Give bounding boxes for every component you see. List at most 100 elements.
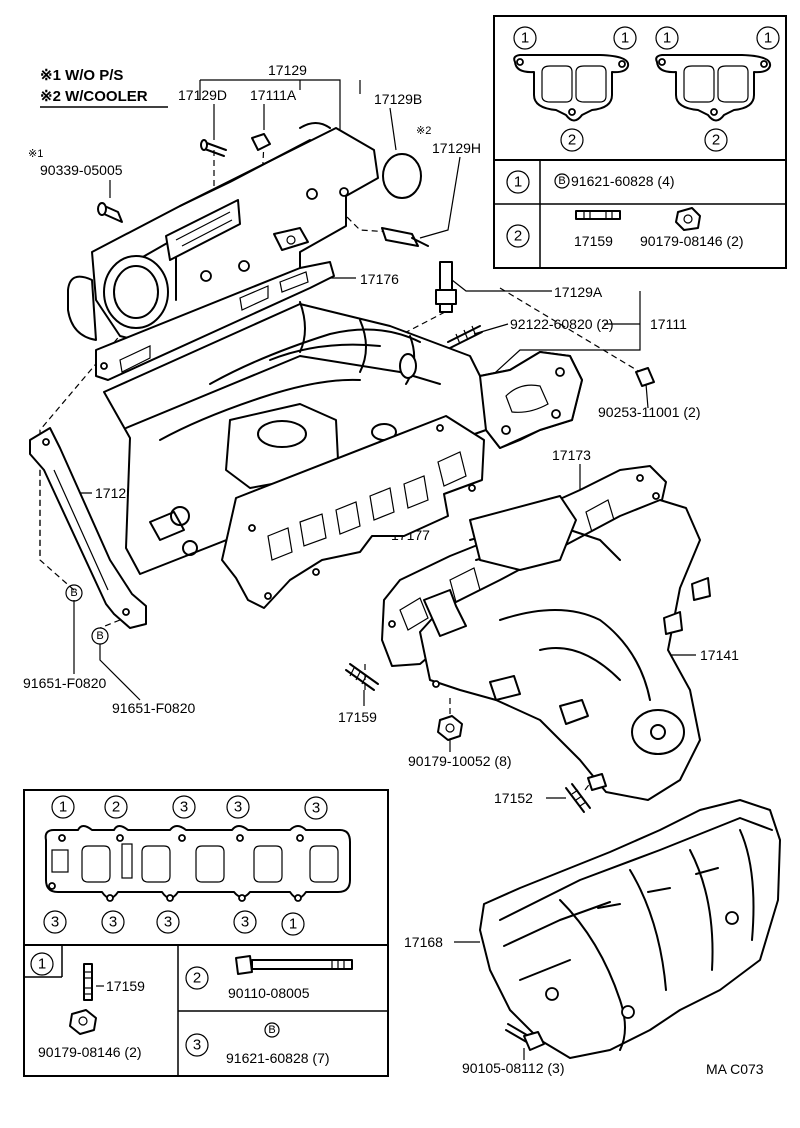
svg-text:2: 2 <box>568 132 576 149</box>
callout-1-tr: 1 <box>756 26 780 50</box>
cell3-part-number: 91621-60828 (7) <box>226 1050 330 1066</box>
label-17141: 17141 <box>700 647 739 663</box>
row2-callout-2: 2 <box>506 224 530 248</box>
svg-text:3: 3 <box>241 914 249 931</box>
callout-b3-g: 3 <box>233 910 257 934</box>
gasket-17176 <box>95 261 335 381</box>
svg-text:B: B <box>70 587 77 599</box>
svg-text:B: B <box>96 630 103 642</box>
b-mark-91651-b: B <box>91 627 109 645</box>
svg-text:2: 2 <box>712 132 720 149</box>
cell1-stud-number: 17159 <box>106 978 145 994</box>
label-17129H: 17129H <box>432 140 481 156</box>
label-17111A: 17111A <box>250 87 297 103</box>
gasket-detail-box-top: 1 1 1 1 2 2 1 B 91621-60828 (4) 2 17159 … <box>493 15 787 269</box>
callout-b3-a: 3 <box>172 795 196 819</box>
cell1-callout: 1 <box>30 952 54 976</box>
throttle-gasket-right <box>655 54 772 122</box>
stud-17159 <box>345 663 379 691</box>
stud-17129A <box>435 261 457 313</box>
svg-text:1: 1 <box>289 916 297 933</box>
svg-text:1: 1 <box>514 174 522 191</box>
manifold-stay-17125 <box>29 427 147 629</box>
svg-text:3: 3 <box>193 1037 201 1054</box>
callout-2-right: 2 <box>704 128 728 152</box>
stud-17152 <box>565 783 591 813</box>
note-without-power-steering: ※1 W/O P/S <box>40 67 123 84</box>
svg-text:1: 1 <box>521 30 529 47</box>
label-91651-F0820-a: 91651-F0820 <box>23 675 107 691</box>
note-with-cooler: ※2 W/COOLER <box>40 88 148 105</box>
callout-b1-b: 1 <box>281 912 305 936</box>
callout-b3-e: 3 <box>101 910 125 934</box>
label-92122-60820: 92122-60820 (2) <box>510 316 614 332</box>
label-17168: 17168 <box>404 934 443 950</box>
svg-text:3: 3 <box>164 914 172 931</box>
stud-icon <box>575 210 621 220</box>
callout-b3-b: 3 <box>226 795 250 819</box>
heat-insulator-17168 <box>479 799 781 1059</box>
svg-text:1: 1 <box>38 956 46 973</box>
b-mark-cell3: B <box>264 1022 280 1038</box>
drawing-code: MA C073 <box>706 1061 764 1077</box>
gasket-detail-box-bottom: 1 2 3 3 3 3 3 3 3 1 1 17159 90179-08146 … <box>23 789 389 1077</box>
svg-text:3: 3 <box>51 914 59 931</box>
cell1-nut-number: 90179-08146 (2) <box>38 1044 142 1060</box>
label-17125: 17125 <box>95 485 134 501</box>
intake-manifold <box>103 301 583 609</box>
callout-1-tm2: 1 <box>655 26 679 50</box>
svg-text:B: B <box>558 175 565 187</box>
svg-text:2: 2 <box>514 228 522 245</box>
bolt-17129D <box>200 139 227 157</box>
cell2-callout: 2 <box>185 966 209 990</box>
cell2-bolt-number: 90110-08005 <box>228 985 310 1001</box>
label-17159: 17159 <box>338 709 377 725</box>
svg-text:3: 3 <box>109 914 117 931</box>
nut-90179-10052 <box>437 715 463 741</box>
label-17173: 17173 <box>552 447 591 463</box>
stud-92122-60820 <box>447 325 483 349</box>
label-17129B: 17129B <box>374 91 422 107</box>
label-90339-05005: 90339-05005 <box>40 162 123 178</box>
mark-1: ※1 <box>28 148 43 160</box>
row1-callout-1: 1 <box>506 170 530 194</box>
row2-stud-number: 17159 <box>574 233 613 249</box>
callout-b3-f: 3 <box>156 910 180 934</box>
callout-b3-c: 3 <box>304 796 328 820</box>
svg-text:1: 1 <box>764 30 772 47</box>
svg-text:1: 1 <box>663 30 671 47</box>
cap-17129B <box>382 153 422 199</box>
callout-1-tm: 1 <box>613 26 637 50</box>
b-mark-row1: B <box>554 173 570 189</box>
mark-2: ※2 <box>416 125 431 137</box>
label-17129D: 17129D <box>178 87 227 103</box>
label-17129A: 17129A <box>554 284 603 300</box>
callout-2-left: 2 <box>560 128 584 152</box>
svg-text:1: 1 <box>621 30 629 47</box>
svg-text:1: 1 <box>59 799 67 816</box>
label-17176: 17176 <box>360 271 399 287</box>
bolt-17111A <box>251 133 271 151</box>
label-17129: 17129 <box>268 62 307 78</box>
svg-text:3: 3 <box>234 799 242 816</box>
label-91651-F0820-b: 91651-F0820 <box>112 700 196 716</box>
label-90253-11001: 90253-11001 (2) <box>598 404 700 420</box>
exhaust-manifold-17141 <box>419 495 711 801</box>
stud-icon-bottom <box>83 963 93 1001</box>
nut-icon <box>675 207 701 231</box>
bolt-90105-08112 <box>505 1023 545 1051</box>
intake-manifold-gasket-17177 <box>44 825 351 902</box>
nut-icon-bottom <box>69 1009 97 1035</box>
callout-b2-a: 2 <box>104 795 128 819</box>
b-mark-91651-a: B <box>65 584 83 602</box>
bolt-icon <box>235 955 353 975</box>
label-17152: 17152 <box>494 790 533 806</box>
label-90105-08112: 90105-08112 (3) <box>462 1060 564 1076</box>
label-17111: 17111 <box>650 316 687 332</box>
intake-air-chamber <box>67 122 379 345</box>
cell3-callout: 3 <box>185 1033 209 1057</box>
union-17129H <box>381 227 429 247</box>
callout-b3-d: 3 <box>43 910 67 934</box>
svg-text:2: 2 <box>193 970 201 987</box>
